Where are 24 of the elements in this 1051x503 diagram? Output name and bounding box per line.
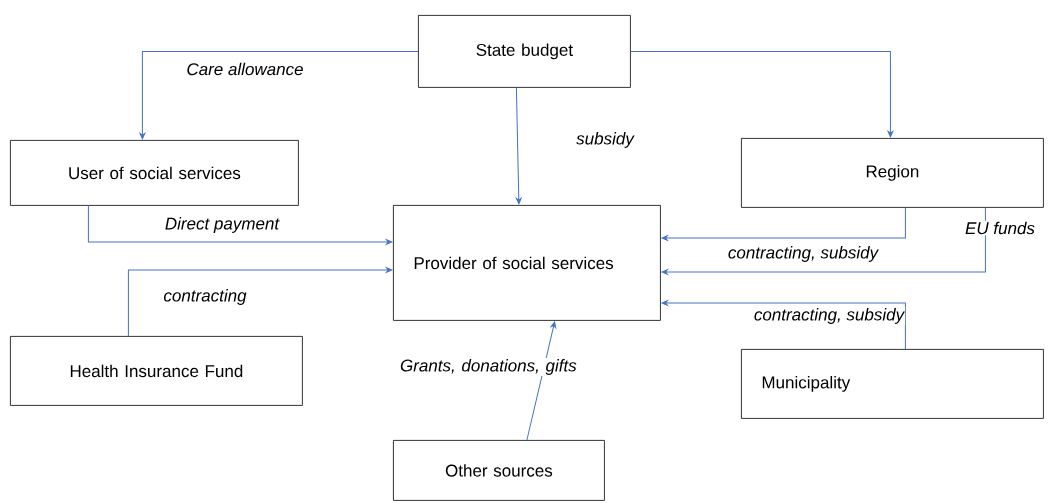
arrow xyxy=(526,321,557,441)
edge-label: subsidy xyxy=(575,131,635,149)
arrow xyxy=(661,300,906,350)
arrow xyxy=(127,267,393,337)
arrow xyxy=(87,205,393,245)
edge-label: Direct payment xyxy=(163,216,281,234)
arrow xyxy=(515,87,522,205)
box: User of social services xyxy=(10,140,299,206)
edge-label: EU funds xyxy=(964,220,1036,236)
edge-label: Grants, donations, gifts xyxy=(399,358,581,376)
box: Region xyxy=(741,138,1044,208)
box: Provider of social services xyxy=(393,205,661,321)
box: Other sources xyxy=(393,440,605,501)
box: Municipality xyxy=(741,349,1044,419)
arrow xyxy=(139,50,419,140)
arrow xyxy=(630,50,894,138)
arrow xyxy=(661,207,906,241)
edge-label: contracting, subsidy xyxy=(726,245,880,263)
box: Health Insurance Fund xyxy=(10,336,303,406)
edge-label: contracting xyxy=(162,288,248,306)
arrow xyxy=(661,207,986,275)
edge-label: Care allowance xyxy=(185,61,305,77)
box: State budget xyxy=(418,15,631,88)
edge-label: contracting, subsidy xyxy=(752,307,906,325)
